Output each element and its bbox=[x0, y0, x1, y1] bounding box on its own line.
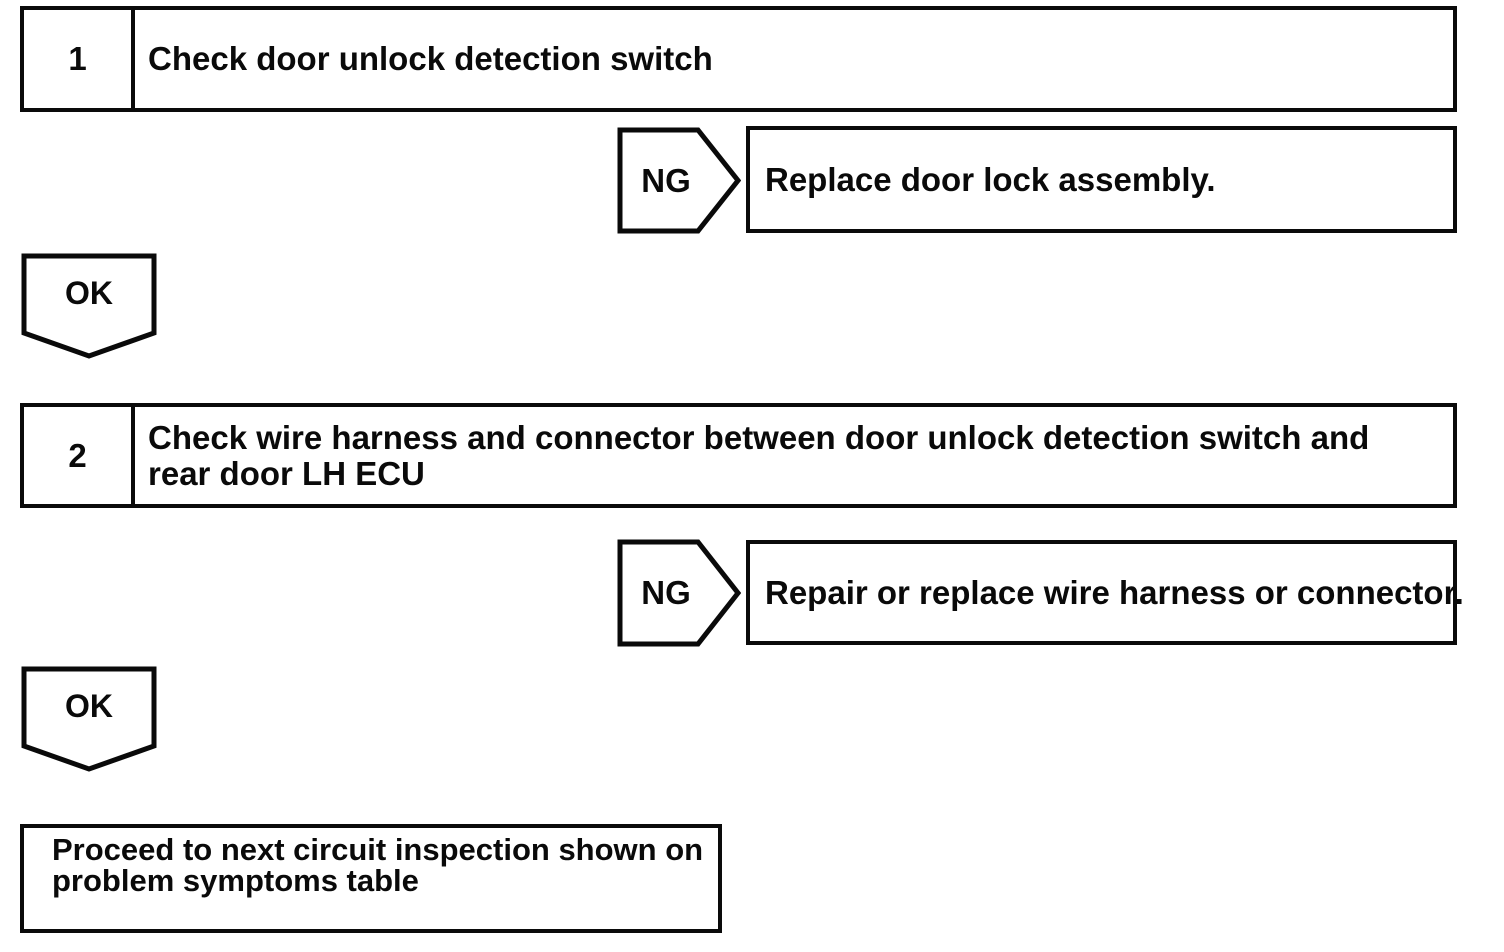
step-2-number: 2 bbox=[24, 407, 135, 504]
step-1-ok-connector: OK bbox=[21, 253, 157, 359]
step-2-ng-action-text: Repair or replace wire harness or connec… bbox=[765, 573, 1464, 611]
step-1-ng-label: NG bbox=[641, 161, 691, 199]
step-1-ng-action-box: Replace door lock assembly. bbox=[746, 126, 1457, 233]
step-1-ng-action-text: Replace door lock assembly. bbox=[765, 160, 1216, 198]
step-2-ok-label: OK bbox=[65, 687, 113, 724]
final-action-text: Proceed to next circuit inspection shown… bbox=[52, 832, 704, 898]
ng-arrow-icon bbox=[617, 539, 741, 647]
ng-arrow-icon bbox=[617, 127, 741, 234]
step-2-ng-label: NG bbox=[641, 574, 691, 611]
step-2-ng-action-box: Repair or replace wire harness or connec… bbox=[746, 540, 1464, 645]
step-2-instruction: Check wire harness and connector between… bbox=[148, 418, 1370, 492]
step-1-instruction: Check door unlock detection switch bbox=[148, 40, 713, 77]
step-1-ng-connector: NG bbox=[617, 127, 741, 234]
ok-arrow-icon bbox=[21, 253, 157, 359]
step-box-2: 2 Check wire harness and connector betwe… bbox=[20, 403, 1457, 508]
step-1-number: 1 bbox=[24, 10, 135, 108]
step-2-ok-connector: OK bbox=[21, 666, 157, 772]
step-box-1: 1 Check door unlock detection switch bbox=[20, 6, 1457, 112]
final-action-box: Proceed to next circuit inspection shown… bbox=[20, 824, 722, 933]
ok-arrow-icon bbox=[21, 666, 157, 772]
step-2-ng-connector: NG bbox=[617, 539, 741, 647]
step-1-ok-label: OK bbox=[65, 274, 113, 311]
